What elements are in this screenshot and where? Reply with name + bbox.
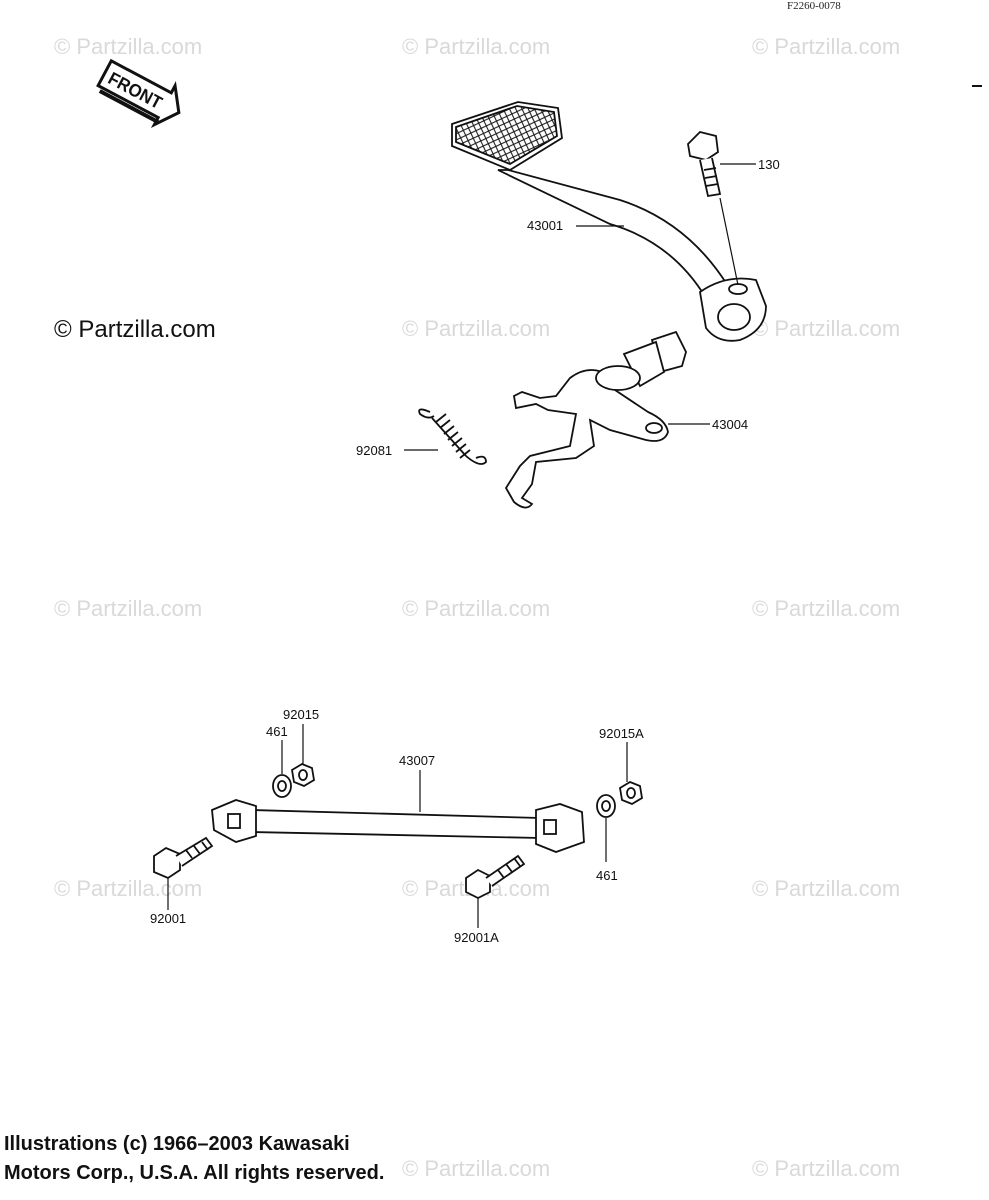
part-label-92001A: 92001A bbox=[454, 930, 499, 945]
watermark: © Partzilla.com bbox=[402, 1156, 551, 1181]
washer-461-right bbox=[596, 794, 616, 818]
watermark: © Partzilla.com bbox=[54, 876, 203, 901]
part-label-461-left: 461 bbox=[266, 724, 288, 739]
bolt-92001 bbox=[153, 836, 214, 880]
watermark: © Partzilla.com bbox=[752, 876, 901, 901]
bolt-130 bbox=[687, 131, 722, 198]
part-label-92015: 92015 bbox=[283, 707, 320, 722]
watermark: © Partzilla.com bbox=[54, 34, 203, 59]
watermark: © Partzilla.com bbox=[402, 316, 551, 341]
part-label-92015A: 92015A bbox=[599, 726, 644, 741]
copyright-notice: Illustrations (c) 1966–2003 Kawasaki Mot… bbox=[4, 1130, 384, 1188]
watermark: © Partzilla.com bbox=[54, 316, 216, 343]
part-label-92081: 92081 bbox=[356, 443, 393, 458]
watermark: © Partzilla.com bbox=[54, 596, 203, 621]
bolt-92001A bbox=[465, 854, 526, 900]
watermark: © Partzilla.com bbox=[752, 34, 901, 59]
front-arrow-icon: FRONT bbox=[96, 58, 181, 128]
leader-lines bbox=[167, 163, 756, 928]
part-label-461-right: 461 bbox=[596, 868, 618, 883]
watermark: © Partzilla.com bbox=[752, 596, 901, 621]
brake-rod bbox=[211, 799, 585, 853]
watermark: © Partzilla.com bbox=[402, 596, 551, 621]
figure-code: F2260-0078 bbox=[787, 0, 841, 12]
part-label-130: 130 bbox=[758, 157, 780, 172]
nut-92015A bbox=[619, 780, 643, 806]
part-label-43007: 43007 bbox=[399, 753, 436, 768]
return-spring bbox=[418, 408, 487, 465]
brake-shaft-lever bbox=[504, 330, 687, 509]
nut-92015 bbox=[291, 762, 315, 788]
copyright-line-1: Illustrations (c) 1966–2003 Kawasaki bbox=[4, 1133, 350, 1155]
part-label-92001: 92001 bbox=[150, 911, 187, 926]
part-label-43001: 43001 bbox=[527, 218, 564, 233]
brake-pedal bbox=[451, 101, 767, 342]
washer-461-left bbox=[272, 774, 292, 798]
watermark: © Partzilla.com bbox=[752, 316, 901, 341]
part-label-43004: 43004 bbox=[712, 417, 749, 432]
watermark: © Partzilla.com bbox=[752, 1156, 901, 1181]
watermark: © Partzilla.com bbox=[402, 34, 551, 59]
copyright-line-2: Motors Corp., U.S.A. All rights reserved… bbox=[4, 1162, 385, 1184]
